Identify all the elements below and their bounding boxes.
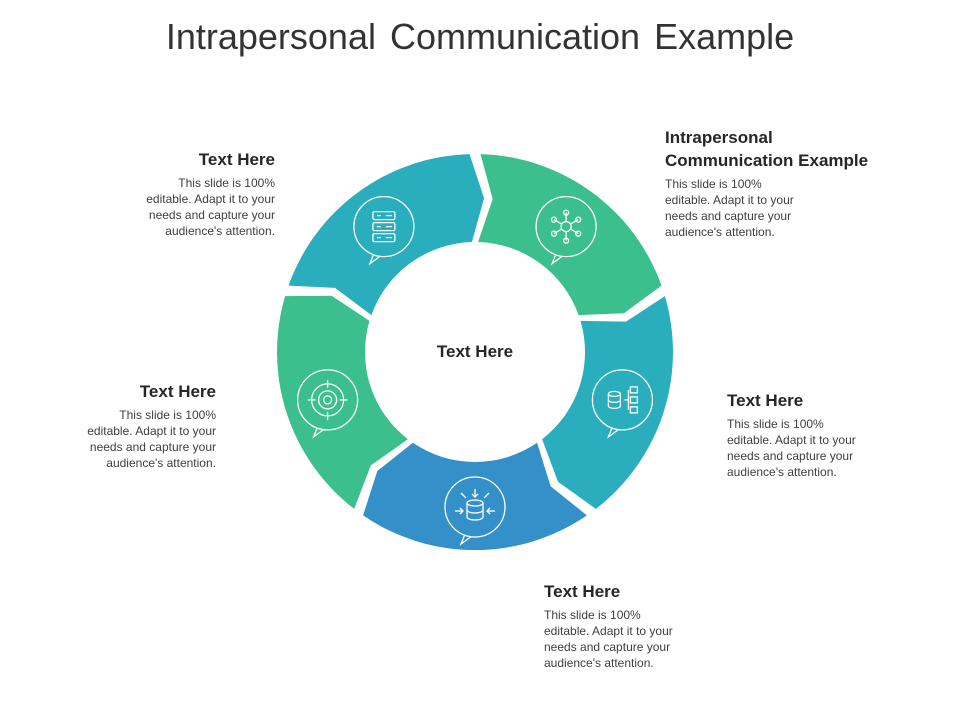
database-hierarchy-icon [591,369,654,439]
callout-description: This slide is 100% editable. Adapt it to… [146,176,275,238]
callout-description: This slide is 100% editable. Adapt it to… [665,177,794,239]
target-gear-icon [296,369,359,439]
callout-description: This slide is 100% editable. Adapt it to… [727,417,856,479]
callout-heading: Text Here [544,582,621,601]
callout-heading: Text Here [139,382,216,401]
database-inflow-icon [444,476,506,546]
callout-top-left: Text Here This slide is 100% editable. A… [75,148,275,239]
callout-heading: Intrapersonal Communication Example [665,128,869,170]
callout-heading: Text Here [198,150,275,169]
center-label: Text Here [436,342,514,361]
callout-top-right: Intrapersonal Communication Example This… [665,126,925,240]
server-stack-icon [353,195,415,266]
callout-right: Text Here This slide is 100% editable. A… [727,389,927,480]
callout-bottom: Text Here This slide is 100% editable. A… [544,580,744,671]
callout-description: This slide is 100% editable. Adapt it to… [87,408,216,470]
callout-heading: Text Here [727,391,804,410]
callout-description: This slide is 100% editable. Adapt it to… [544,608,673,670]
page-title: Intrapersonal Communication Example [165,16,795,57]
segment-icons [296,195,654,546]
callout-left: Text Here This slide is 100% editable. A… [16,380,216,471]
network-hub-icon [535,195,597,266]
